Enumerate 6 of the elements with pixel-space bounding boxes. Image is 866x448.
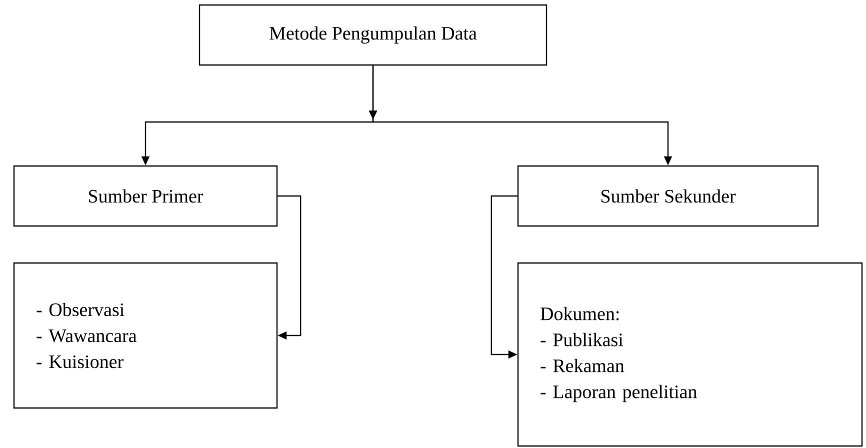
text-box: Sumber Sekunder bbox=[517, 165, 819, 227]
arrow bbox=[278, 195, 302, 340]
text-box: Metode Pengumpulan Data bbox=[198, 4, 548, 66]
list-box: - Observasi - Wawancara - Kuisioner bbox=[13, 262, 278, 409]
list-box: Dokumen: - Publikasi - Rekaman - Laporan penelitian bbox=[517, 262, 863, 447]
text-box: Sumber Primer bbox=[13, 165, 278, 227]
